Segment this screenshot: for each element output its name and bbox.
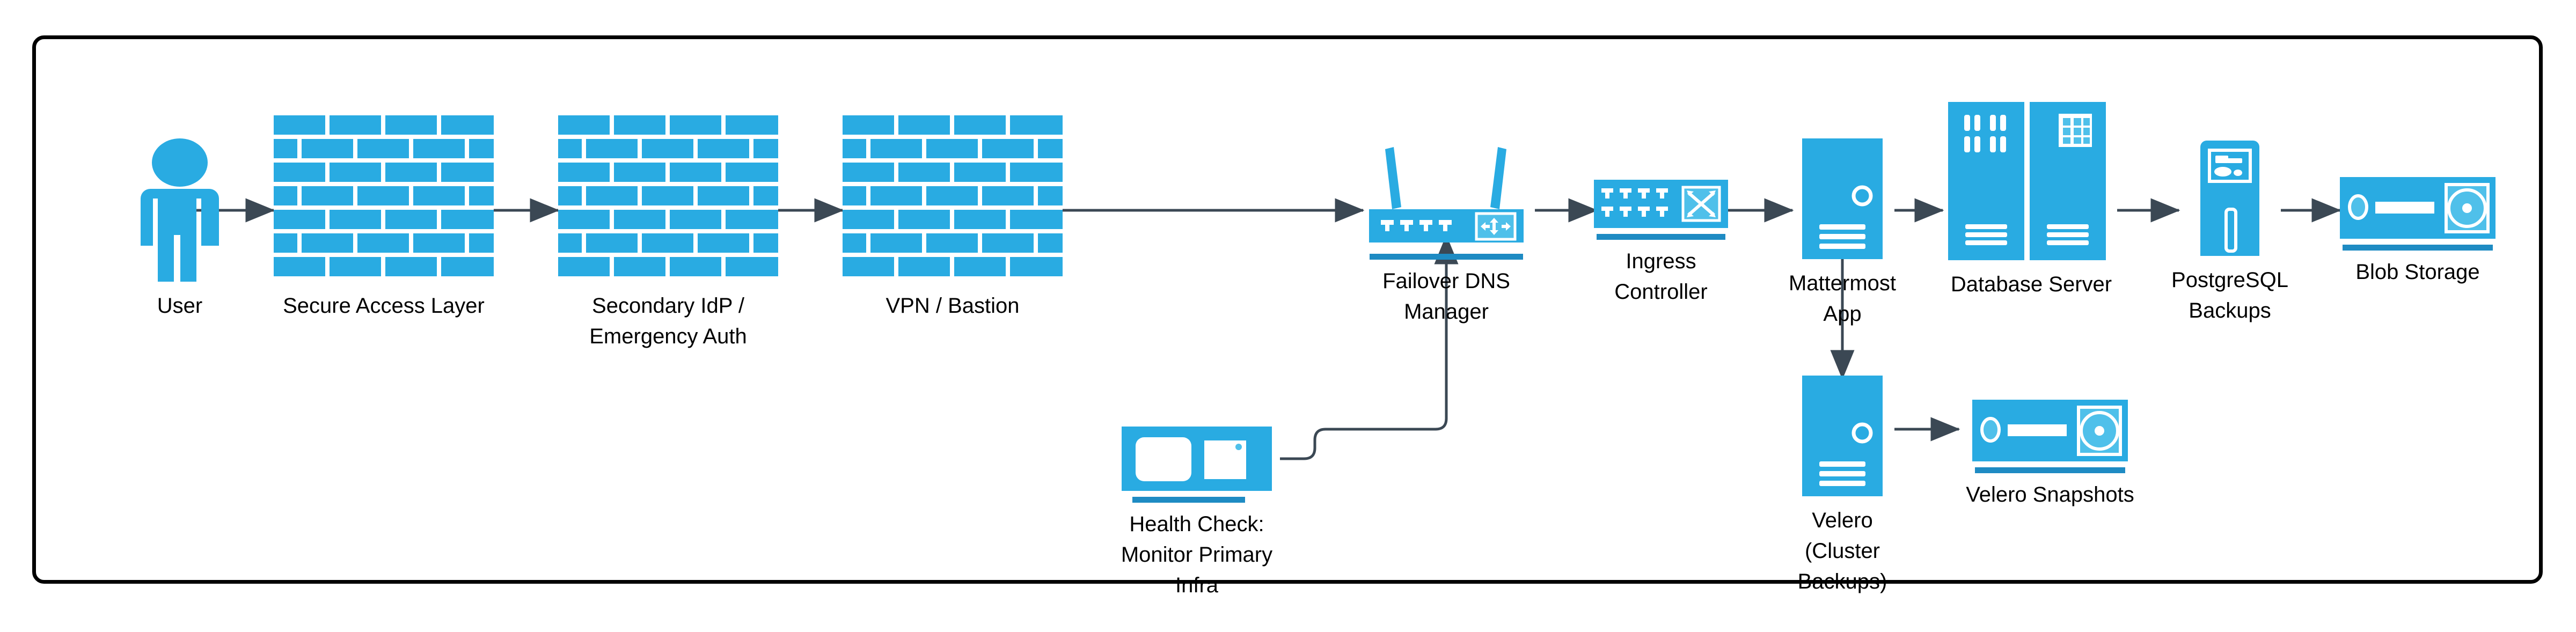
node-velero-snapshots[interactable]: Velero Snapshots <box>1953 400 2147 510</box>
device-underline <box>1597 234 1725 240</box>
node-velero-snapshots-label: Velero Snapshots <box>1966 483 2134 506</box>
server-tower-icon <box>1802 138 1883 262</box>
database-rack-icon <box>1948 102 2114 263</box>
node-database-server-label: Database Server <box>1950 273 2112 296</box>
node-secure-access-layer-label: Secure Access Layer <box>283 294 485 318</box>
node-vpn-bastion[interactable]: VPN / Bastion <box>719 115 1186 321</box>
device-underline <box>1975 467 2125 473</box>
device-underline <box>1370 254 1523 260</box>
node-secondary-idp-label: Secondary IdP / Emergency Auth <box>589 294 747 348</box>
node-ingress-controller-label: Ingress Controller <box>1614 249 1708 304</box>
monitoring-display-icon <box>1122 427 1272 503</box>
node-ingress-controller[interactable]: Ingress Controller <box>1570 180 1752 307</box>
disk-array-icon <box>1972 400 2128 473</box>
node-user-label: User <box>157 294 203 318</box>
person-icon <box>129 137 231 294</box>
firewall-brick-wall-icon <box>843 115 1063 284</box>
node-postgresql-backups-label: PostgreSQL Backups <box>2171 268 2288 322</box>
node-velero[interactable]: Velero (Cluster Backups) <box>1767 376 1918 597</box>
firewall-brick-wall-icon <box>558 115 778 284</box>
node-database-server[interactable]: Database Server <box>1913 102 2149 300</box>
node-vpn-bastion-label: VPN / Bastion <box>885 294 1020 318</box>
firewall-brick-wall-icon <box>274 115 494 284</box>
node-velero-label: Velero (Cluster Backups) <box>1797 509 1887 593</box>
node-blob-storage-label: Blob Storage <box>2355 260 2480 284</box>
node-postgresql-backups[interactable]: PostgreSQL Backups <box>2133 141 2326 326</box>
device-underline <box>1132 497 1245 503</box>
server-tower-icon <box>1802 376 1883 499</box>
node-secure-access-layer[interactable]: Secure Access Layer <box>145 115 623 321</box>
wireless-router-icon <box>1366 141 1527 260</box>
node-failover-dns-manager[interactable]: Failover DNS Manager <box>1344 141 1548 327</box>
disk-array-icon <box>2340 177 2496 251</box>
node-secondary-idp[interactable]: Secondary IdP / Emergency Auth <box>435 115 902 352</box>
device-underline <box>2343 245 2493 251</box>
network-switch-icon <box>1594 180 1728 240</box>
node-user[interactable]: User <box>94 137 266 321</box>
node-health-check-label: Health Check: Monitor Primary Infra <box>1121 512 1273 597</box>
node-failover-dns-manager-label: Failover DNS Manager <box>1382 269 1510 324</box>
node-blob-storage[interactable]: Blob Storage <box>2324 177 2512 288</box>
tape-backup-icon <box>2200 141 2259 259</box>
diagram-frame-border <box>32 35 2543 584</box>
node-mattermost-app[interactable]: Mattermost App <box>1767 138 1918 329</box>
node-health-check[interactable]: Health Check: Monitor Primary Infra <box>1114 427 1280 600</box>
node-mattermost-app-label: Mattermost App <box>1788 271 1897 326</box>
